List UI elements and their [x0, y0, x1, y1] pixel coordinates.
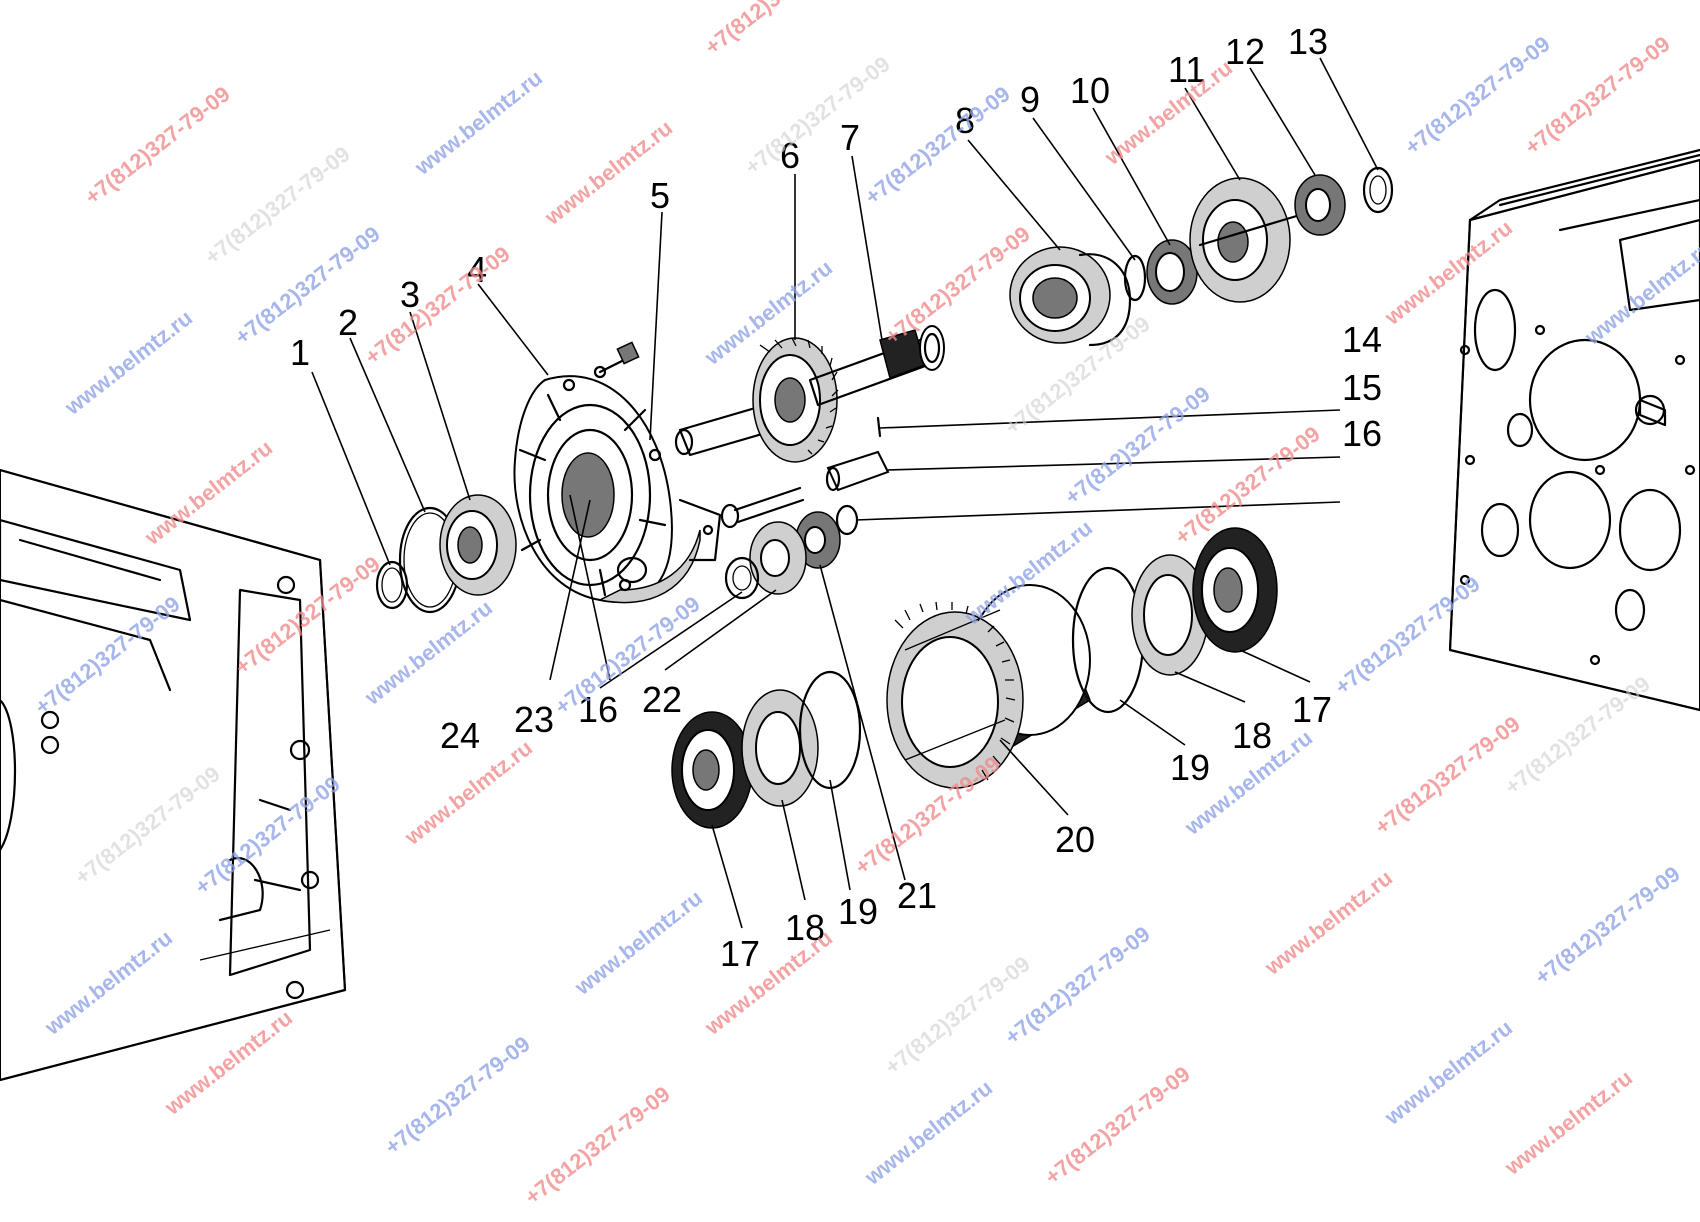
part-label-19-right: 19: [1170, 747, 1210, 788]
part-label-4: 4: [467, 249, 487, 290]
part-number-labels: 1 2 3 4 5 6 7 8 9 10 11 12 13 14 15 16 1…: [290, 21, 1382, 974]
part-9-ring: [1123, 254, 1147, 302]
part-17-bearing-right: [1192, 527, 1278, 653]
part-label-17-left: 17: [720, 933, 760, 974]
part-6-gear-shaft: [674, 337, 839, 463]
leader-lines: [311, 57, 1379, 929]
part-label-15: 15: [1342, 367, 1382, 408]
right-gearbox-housing: [1448, 148, 1700, 712]
part-label-5: 5: [650, 175, 670, 216]
part-label-22: 22: [642, 679, 682, 720]
part-12-small-gear: [1294, 174, 1346, 236]
part-4-bearing-cover: [513, 375, 722, 604]
part-20-gear-drum: [886, 584, 1091, 789]
part-bolt-long: [720, 486, 805, 529]
part-label-17-right: 17: [1292, 689, 1332, 730]
part-14-pin: [876, 416, 882, 438]
part-10-gear: [1146, 239, 1198, 305]
part-8-gear-hub: [1009, 246, 1132, 347]
part-label-3: 3: [400, 274, 420, 315]
part-label-12: 12: [1225, 31, 1265, 72]
part-label-18-right: 18: [1232, 715, 1272, 756]
part-label-18-left: 18: [785, 907, 825, 948]
part-19-ring-left: [798, 670, 862, 790]
part-label-16-upper: 16: [1342, 413, 1382, 454]
part-label-10: 10: [1070, 70, 1110, 111]
part-label-21: 21: [897, 875, 937, 916]
part-18-washer-right: [1131, 554, 1209, 676]
part-label-1: 1: [290, 332, 310, 373]
part-label-14: 14: [1342, 319, 1382, 360]
part-1-circlip: [375, 560, 409, 610]
part-label-11: 11: [1168, 49, 1205, 90]
part-13-ring: [1362, 166, 1394, 214]
part-bolt: [593, 341, 640, 379]
part-16-washer-lower: [724, 556, 760, 600]
part-3-bearing: [439, 494, 517, 596]
part-label-7: 7: [840, 117, 860, 158]
part-18-washer-left: [741, 689, 819, 807]
part-16-washer-upper: [835, 504, 859, 536]
part-label-16-lower: 16: [578, 689, 618, 730]
part-17-bearing-left: [671, 711, 753, 829]
part-label-8: 8: [955, 100, 975, 141]
part-22-gear: [749, 521, 807, 595]
part-label-9: 9: [1020, 79, 1040, 120]
left-gearbox-housing: [0, 468, 347, 1082]
part-21-small-gear: [795, 511, 841, 569]
part-7-splined-shaft: [808, 325, 945, 407]
part-11-large-gear: [1189, 177, 1302, 303]
part-label-6: 6: [780, 135, 800, 176]
part-label-23: 23: [514, 699, 554, 740]
part-15-axle: [825, 450, 890, 492]
part-label-20: 20: [1055, 819, 1095, 860]
part-label-19-left: 19: [838, 891, 878, 932]
part-label-13: 13: [1288, 21, 1328, 62]
part-label-24: 24: [440, 715, 480, 756]
part-label-2: 2: [338, 302, 358, 343]
